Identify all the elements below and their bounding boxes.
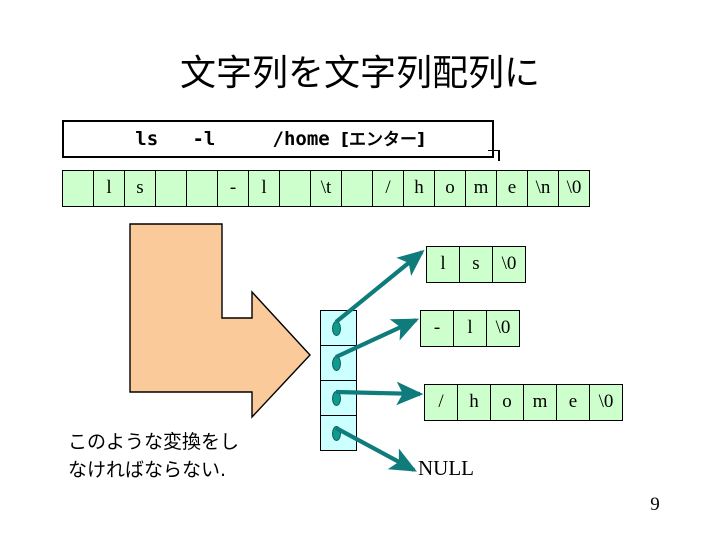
- input-array-cell-1: l: [94, 171, 125, 207]
- input-array-cell-15: \n: [528, 171, 559, 207]
- caption-line-1: このような変換をし: [68, 431, 240, 453]
- input-array-cell-13: m: [466, 171, 497, 207]
- pointer-slot-2: [321, 381, 357, 416]
- input-array-cell-4: [187, 171, 218, 207]
- token-2-cell-4: e: [557, 385, 590, 421]
- null-pointer-label: NULL: [418, 456, 474, 480]
- input-array-cell-3: [156, 171, 187, 207]
- pointer-slot-3: [321, 416, 357, 451]
- explanation-caption: このような変換をし なければならない.: [68, 428, 239, 484]
- input-array-cell-9: [342, 171, 373, 207]
- input-array-cell-7: [280, 171, 311, 207]
- page-number: 9: [650, 494, 660, 515]
- command-string: ls -l /home: [135, 128, 342, 150]
- pointer-dot-icon: [332, 356, 341, 371]
- argv-pointer-array: [320, 310, 357, 451]
- input-array-cell-8: \t: [311, 171, 342, 207]
- input-array-cell-0: [63, 171, 94, 207]
- command-callout-box: ls -l /home [エンター]: [62, 120, 494, 158]
- big-transform-arrow: [129, 223, 311, 419]
- input-array-cell-2: s: [125, 171, 156, 207]
- input-array-cell-10: /: [373, 171, 404, 207]
- token-1-cell-1: l: [454, 311, 487, 347]
- pointer-slot-1: [321, 346, 357, 381]
- input-array-cell-6: l: [249, 171, 280, 207]
- pointer-slot-0: [321, 311, 357, 346]
- token-1-cell-0: -: [421, 311, 454, 347]
- pointer-dot-icon: [332, 426, 341, 441]
- token-0-cell-2: \0: [493, 247, 526, 283]
- pointer-dot-icon: [332, 391, 341, 406]
- token-2-cell-1: h: [458, 385, 491, 421]
- callout-tail-icon: [488, 150, 500, 161]
- token-1-cell-2: \0: [487, 311, 520, 347]
- token-2-cell-3: m: [524, 385, 557, 421]
- token-2-cell-5: \0: [590, 385, 623, 421]
- command-text: ls -l /home [エンター]: [64, 122, 496, 156]
- token-0-cell-1: s: [460, 247, 493, 283]
- input-array-cell-5: -: [218, 171, 249, 207]
- input-array-cell-14: e: [497, 171, 528, 207]
- input-array-cell-11: h: [404, 171, 435, 207]
- pointer-dot-icon: [332, 321, 341, 336]
- input-array-cell-16: \0: [559, 171, 590, 207]
- caption-line-2: なければならない.: [68, 459, 227, 481]
- enter-key-label: [エンター]: [341, 130, 425, 150]
- token-0-cell-0: l: [427, 247, 460, 283]
- input-array-cell-12: o: [435, 171, 466, 207]
- token-string-1: -l\0: [420, 310, 520, 347]
- token-2-cell-2: o: [491, 385, 524, 421]
- page-title: 文字列を文字列配列に: [179, 53, 540, 94]
- token-2-cell-0: /: [425, 385, 458, 421]
